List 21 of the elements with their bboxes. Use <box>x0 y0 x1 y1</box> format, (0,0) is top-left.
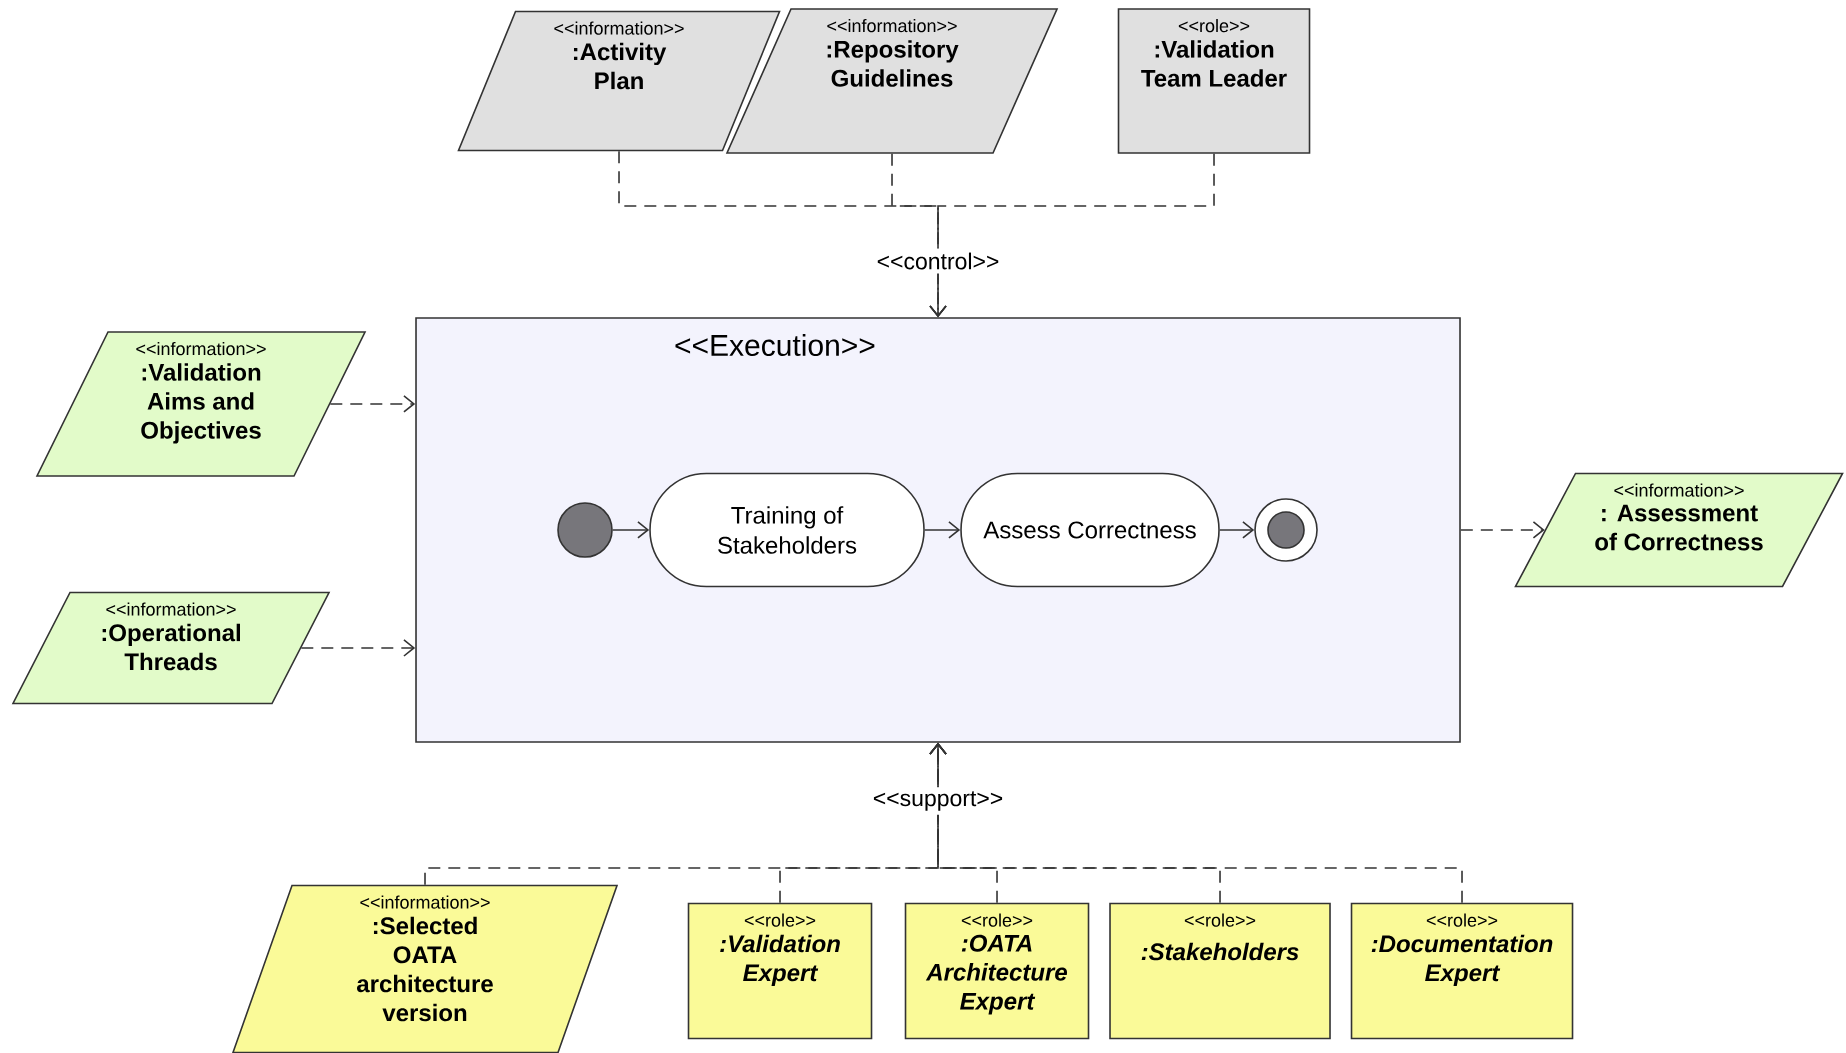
role-box: <<role>> :Validation Team Leader <box>1117 8 1311 154</box>
dashed-arrow <box>329 395 416 413</box>
arrow <box>612 521 650 539</box>
information-parallelogram: <<information>> : Assessment of Correctness <box>1514 472 1844 588</box>
dashed-arrow <box>929 742 1463 904</box>
start-dot <box>557 502 613 558</box>
arrow <box>924 521 961 539</box>
role-box: <<role>> :Stakeholders <box>1109 902 1331 1040</box>
action-box: Assess Correctness <box>960 472 1220 588</box>
role-box: <<role>> :OATA Architecture Expert <box>904 902 1090 1040</box>
dashed-arrow <box>300 639 416 657</box>
edge-label: <<control>> <box>872 248 1004 274</box>
role-box: <<role>> :Documentation Expert <box>1350 902 1574 1040</box>
action-box: Training of Stakeholders <box>649 472 925 588</box>
arrow <box>1219 521 1255 539</box>
edge-label: <<support>> <box>868 787 1008 815</box>
information-parallelogram: <<information>> :Activity Plan <box>457 10 781 152</box>
role-box: <<role>> :Validation Expert <box>687 902 873 1040</box>
end-dot <box>1254 498 1318 562</box>
dashed-arrow <box>1460 521 1545 539</box>
dashed-arrow <box>929 153 1215 318</box>
